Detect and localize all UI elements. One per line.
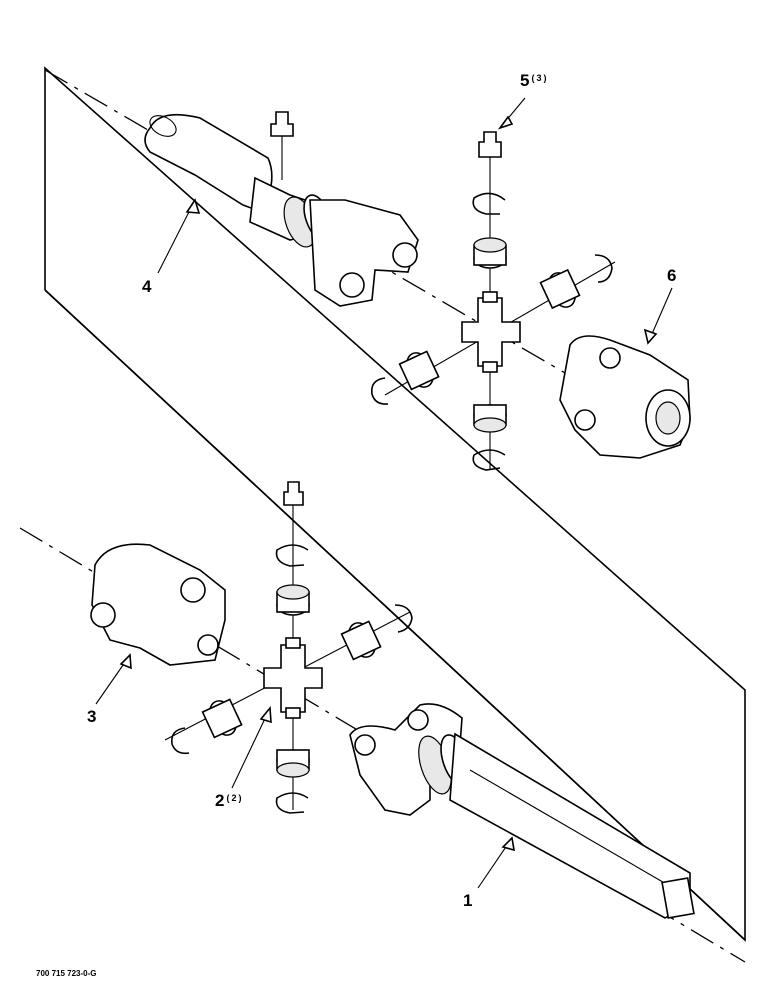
callout-2-number: 2 — [215, 791, 225, 810]
callout-1: 1 — [463, 892, 472, 909]
callout-4: 4 — [142, 278, 151, 295]
upper-yoke — [249, 176, 419, 307]
upper-cross-kit — [270, 111, 616, 471]
shaft-part-1 — [349, 703, 695, 919]
callout-6: 6 — [667, 267, 676, 284]
callout-5-qty: (3) — [531, 73, 549, 83]
callout-4-number: 4 — [142, 277, 152, 296]
callout-6-number: 6 — [667, 266, 677, 285]
snap-ring — [472, 192, 506, 215]
callout-5: 5(3) — [520, 72, 548, 89]
grease-fitting-upper-left — [270, 111, 294, 137]
yoke-part-3 — [90, 543, 226, 666]
callout-2-qty: (2) — [226, 793, 244, 803]
callout-1-number: 1 — [463, 891, 473, 910]
lower-cross-kit — [164, 481, 413, 814]
cross-journal — [461, 297, 521, 367]
document-number: 700 715 723-0-G — [36, 969, 97, 978]
grease-fitting-lower — [283, 481, 304, 506]
callout-3: 3 — [87, 708, 96, 725]
grease-fitting-upper-right — [478, 131, 502, 158]
boundary-frame — [44, 66, 746, 942]
centerlines — [19, 69, 746, 963]
leader-lines — [95, 97, 673, 889]
callout-3-number: 3 — [87, 707, 97, 726]
callout-5-number: 5 — [520, 71, 530, 90]
yoke-part-6 — [559, 335, 691, 459]
callout-2: 2(2) — [215, 792, 243, 809]
